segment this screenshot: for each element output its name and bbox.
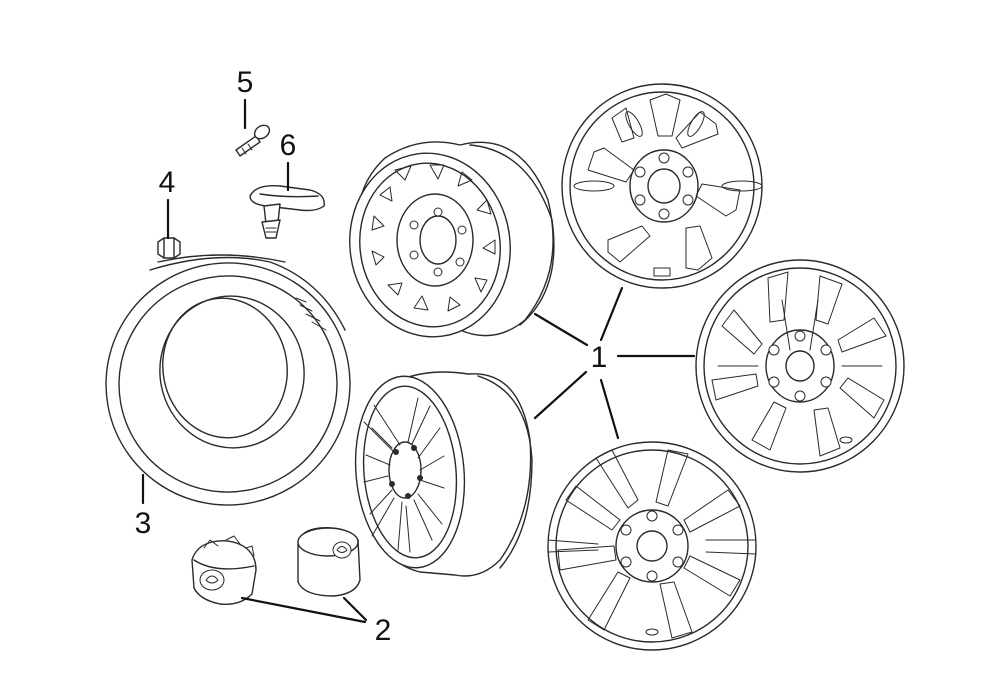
- center-cap-styled: [191, 535, 257, 605]
- tpms-sensor: [249, 185, 325, 239]
- tire: [105, 254, 351, 506]
- tire-sidewall-marking: [295, 297, 327, 331]
- wheel-alloy-front-3: [547, 441, 757, 651]
- callout-lug-nut: 4: [159, 166, 176, 199]
- callout-wheel: 1: [591, 341, 608, 374]
- wheel-alloy-front-2: [695, 259, 905, 473]
- callout-valve-stem: 5: [237, 66, 254, 99]
- valve-stem: [235, 124, 271, 157]
- wheel-alloy-front-1: [561, 83, 763, 289]
- callout-tpms-sensor: 6: [280, 129, 297, 162]
- callout-tire: 3: [135, 507, 152, 540]
- callout-center-cap: 2: [375, 614, 392, 647]
- wheel-steel-angled: [349, 141, 555, 338]
- leader-lines: [141, 98, 696, 624]
- center-cap-round: [297, 527, 361, 597]
- lug-nut: [157, 237, 181, 259]
- wheel-alloy-angled: [354, 371, 533, 577]
